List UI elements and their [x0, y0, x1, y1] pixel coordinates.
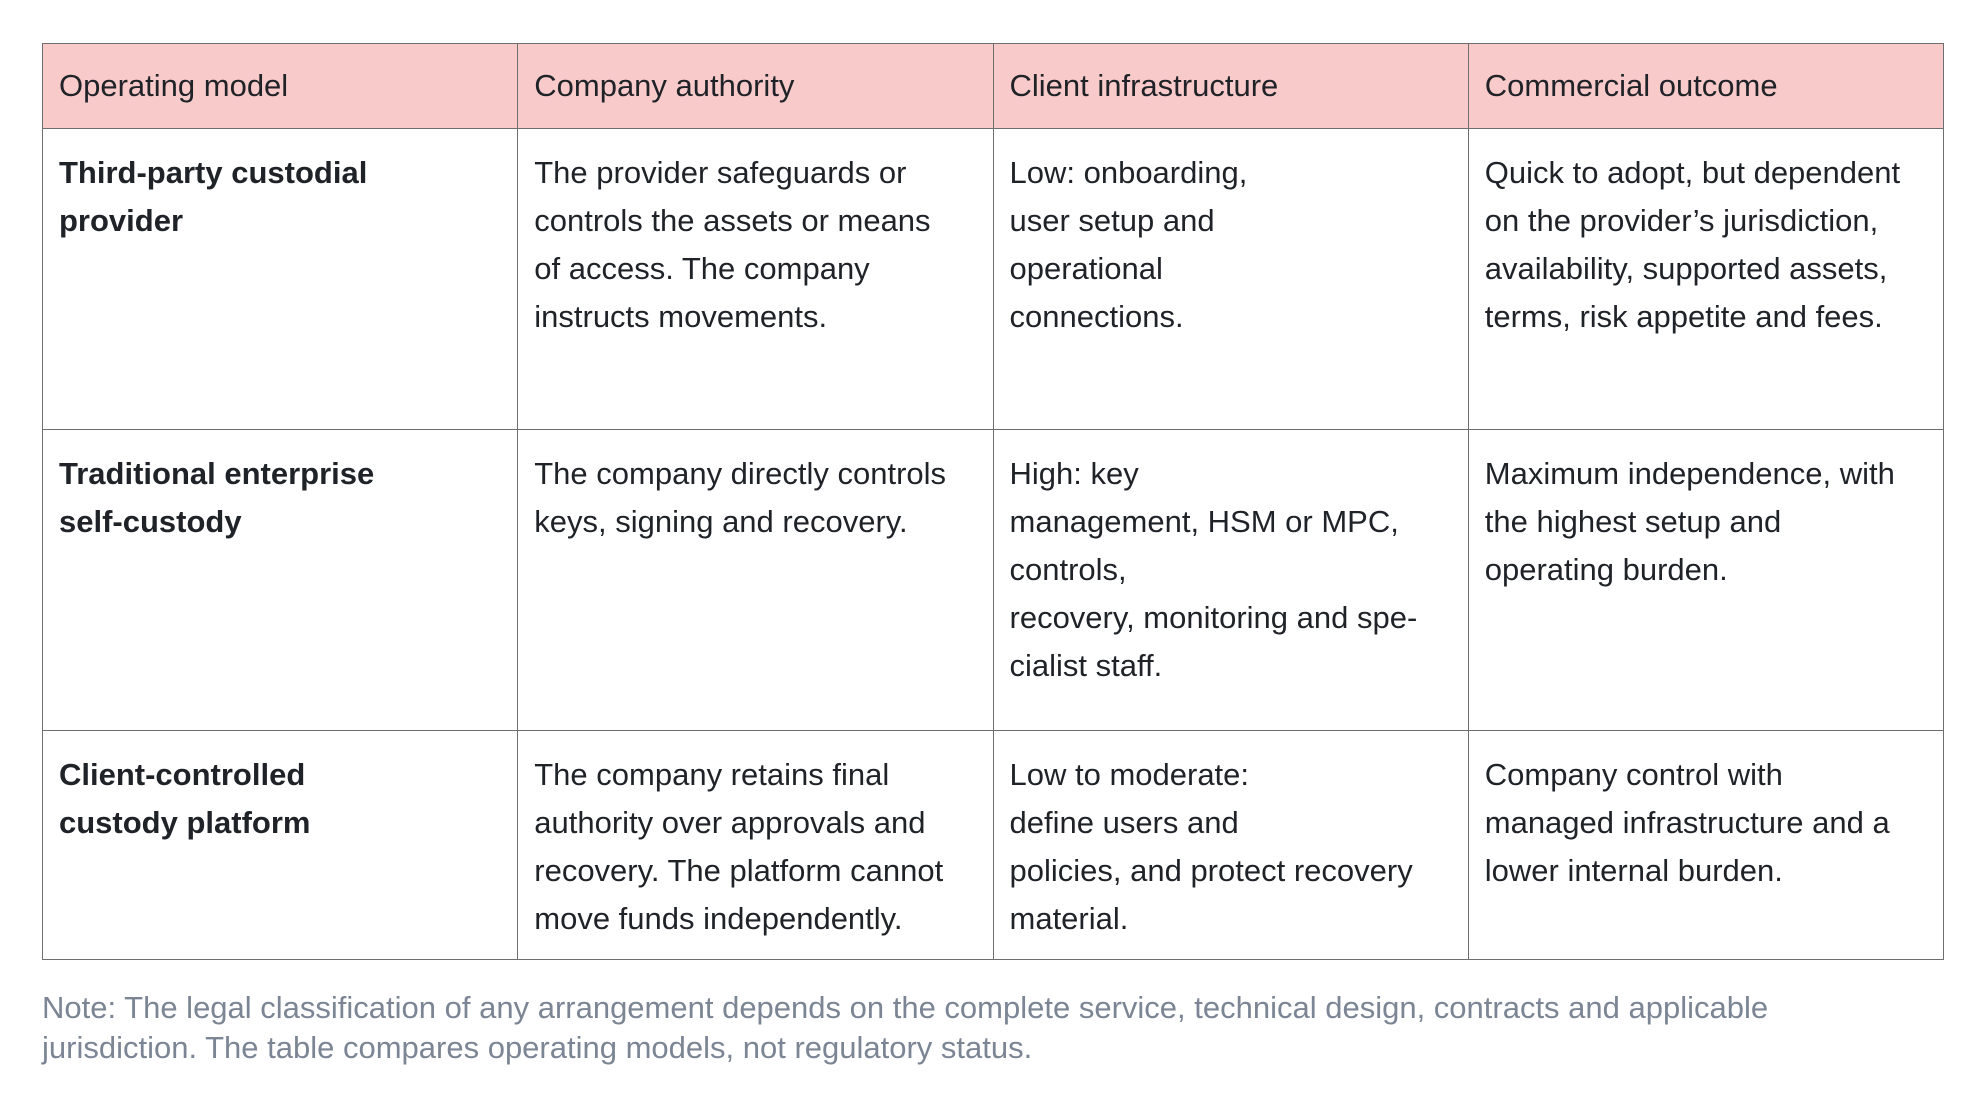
cell-line: The company directly controls	[534, 456, 947, 491]
client-infrastructure-cell: Low to moderate: define users and polici…	[992, 730, 1469, 960]
cell-line: recovery. The platform cannot	[534, 853, 944, 888]
table-footnote: Note: The legal classification of any ar…	[42, 988, 1944, 1068]
cell-line: controls the assets or means	[534, 203, 931, 238]
cell-line: availability, supported assets,	[1484, 251, 1888, 286]
cell-line: on the provider’s jurisdiction,	[1484, 203, 1879, 238]
commercial-outcome-cell: Maximum independence, with the highest s…	[1467, 429, 1945, 731]
cell-line: policies, and protect recovery	[1009, 853, 1413, 888]
cell-line: managed infrastructure and a	[1484, 805, 1890, 840]
operating-model-cell: Third-party custodial provider	[41, 128, 519, 430]
cell-line: move funds independently.	[534, 901, 903, 936]
cell-line: provider	[59, 203, 184, 238]
cell-line: keys, signing and recovery.	[534, 504, 908, 539]
cell-line: cialist staff.	[1009, 648, 1163, 683]
table-header-row: Operating model Company authority Client…	[41, 43, 1945, 129]
cell-line: of access. The company	[534, 251, 870, 286]
cell-line: define users and	[1009, 805, 1239, 840]
cell-line: controls,	[1009, 552, 1127, 587]
commercial-outcome-cell: Quick to adopt, but dependent on the pro…	[1467, 128, 1945, 430]
cell-line: operating burden.	[1484, 552, 1728, 587]
column-header-client-infrastructure: Client infrastructure	[992, 43, 1469, 129]
commercial-outcome-cell: Company control with managed infrastruct…	[1467, 730, 1945, 960]
cell-line: connections.	[1009, 299, 1184, 334]
table-row: Client-controlled custody platform The c…	[41, 730, 1945, 960]
cell-line: instructs movements.	[534, 299, 828, 334]
footnote-line: Note: The legal classification of any ar…	[42, 990, 1769, 1025]
cell-line: terms, risk appetite and fees.	[1484, 299, 1883, 334]
client-infrastructure-cell: High: key management, HSM or MPC, contro…	[992, 429, 1469, 731]
company-authority-cell: The company directly controls keys, sign…	[517, 429, 994, 731]
cell-line: user setup and	[1009, 203, 1215, 238]
cell-line: material.	[1009, 901, 1129, 936]
cell-line: self-custody	[59, 504, 242, 539]
operating-model-cell: Client-controlled custody platform	[41, 730, 519, 960]
column-header-company-authority: Company authority	[517, 43, 994, 129]
operating-model-comparison-table: Operating model Company authority Client…	[41, 43, 1945, 960]
cell-line: lower internal burden.	[1484, 853, 1783, 888]
cell-line: Company control with	[1484, 757, 1783, 792]
cell-line: Client-controlled	[59, 757, 306, 792]
cell-line: management, HSM or MPC,	[1009, 504, 1399, 539]
column-header-operating-model: Operating model	[41, 43, 519, 129]
comparison-table-container: Operating model Company authority Client…	[41, 43, 1945, 960]
cell-line: Low: onboarding,	[1009, 155, 1248, 190]
table-row: Traditional enterprise self-custody The …	[41, 429, 1945, 731]
table-row: Third-party custodial provider The provi…	[41, 128, 1945, 430]
cell-line: Low to moderate:	[1009, 757, 1250, 792]
cell-line: Maximum independence, with	[1484, 456, 1895, 491]
footnote-line: jurisdiction. The table compares operati…	[42, 1030, 1033, 1065]
cell-line: operational	[1009, 251, 1163, 286]
cell-line: authority over approvals and	[534, 805, 926, 840]
cell-line: Third-party custodial	[59, 155, 368, 190]
cell-line: custody platform	[59, 805, 311, 840]
cell-line: The company retains final	[534, 757, 890, 792]
column-header-commercial-outcome: Commercial outcome	[1467, 43, 1945, 129]
company-authority-cell: The provider safeguards or controls the …	[517, 128, 994, 430]
cell-line: recovery, monitoring and spe-	[1009, 600, 1418, 635]
cell-line: Quick to adopt, but dependent	[1484, 155, 1901, 190]
cell-line: Traditional enterprise	[59, 456, 375, 491]
company-authority-cell: The company retains final authority over…	[517, 730, 994, 960]
cell-line: the highest setup and	[1484, 504, 1782, 539]
cell-line: High: key	[1009, 456, 1139, 491]
cell-line: The provider safeguards or	[534, 155, 907, 190]
client-infrastructure-cell: Low: onboarding, user setup and operatio…	[992, 128, 1469, 430]
operating-model-cell: Traditional enterprise self-custody	[41, 429, 519, 731]
